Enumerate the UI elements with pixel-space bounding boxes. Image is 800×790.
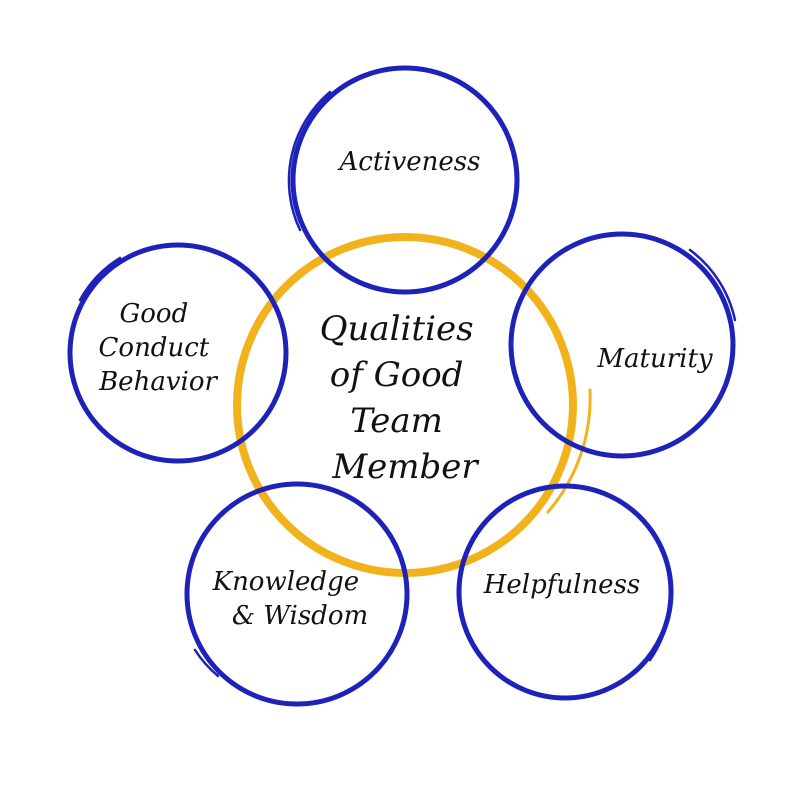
center-label-line-1: Qualities bbox=[320, 309, 474, 349]
label-maturity-line-1: Maturity bbox=[596, 344, 713, 374]
center-label-line-2: of Good bbox=[330, 355, 464, 395]
node-good-conduct: Good Conduct Behavior bbox=[67, 242, 289, 464]
label-good-conduct-line-3: Behavior bbox=[98, 367, 218, 397]
label-knowledge-wisdom-line-1: Knowledge bbox=[212, 567, 359, 597]
label-helpfulness-line-1: Helpfulness bbox=[483, 570, 641, 600]
ring-good-conduct-tail bbox=[78, 256, 122, 302]
node-helpfulness: Helpfulness bbox=[456, 483, 674, 701]
label-helpfulness: Helpfulness bbox=[483, 570, 641, 600]
ring-knowledge-wisdom-tail bbox=[193, 648, 220, 678]
ring-activeness-tail bbox=[287, 90, 332, 232]
node-knowledge-wisdom: Knowledge & Wisdom bbox=[184, 481, 410, 707]
node-activeness: Activeness bbox=[287, 65, 520, 295]
ring-maturity-tail bbox=[688, 248, 737, 322]
ring-activeness bbox=[290, 65, 520, 295]
node-maturity: Maturity bbox=[508, 231, 737, 459]
ring-helpfulness-tail bbox=[648, 588, 672, 662]
center-label-line-4: Member bbox=[331, 447, 479, 487]
label-good-conduct-line-1: Good bbox=[120, 299, 189, 329]
label-knowledge-wisdom-line-2: & Wisdom bbox=[232, 601, 368, 631]
label-activeness: Activeness bbox=[338, 147, 481, 177]
center-label-line-3: Team bbox=[350, 401, 443, 441]
ring-maturity bbox=[508, 231, 736, 459]
label-knowledge-wisdom: Knowledge & Wisdom bbox=[212, 567, 369, 631]
center-ring-stroke-tail bbox=[546, 388, 592, 514]
label-good-conduct: Good Conduct Behavior bbox=[98, 299, 218, 397]
center-label: Qualities of Good Team Member bbox=[320, 309, 485, 487]
label-maturity: Maturity bbox=[596, 344, 713, 374]
label-good-conduct-line-2: Conduct bbox=[99, 333, 210, 363]
ring-knowledge-wisdom bbox=[184, 481, 410, 707]
label-activeness-line-1: Activeness bbox=[338, 147, 481, 177]
ring-good-conduct bbox=[67, 242, 289, 464]
